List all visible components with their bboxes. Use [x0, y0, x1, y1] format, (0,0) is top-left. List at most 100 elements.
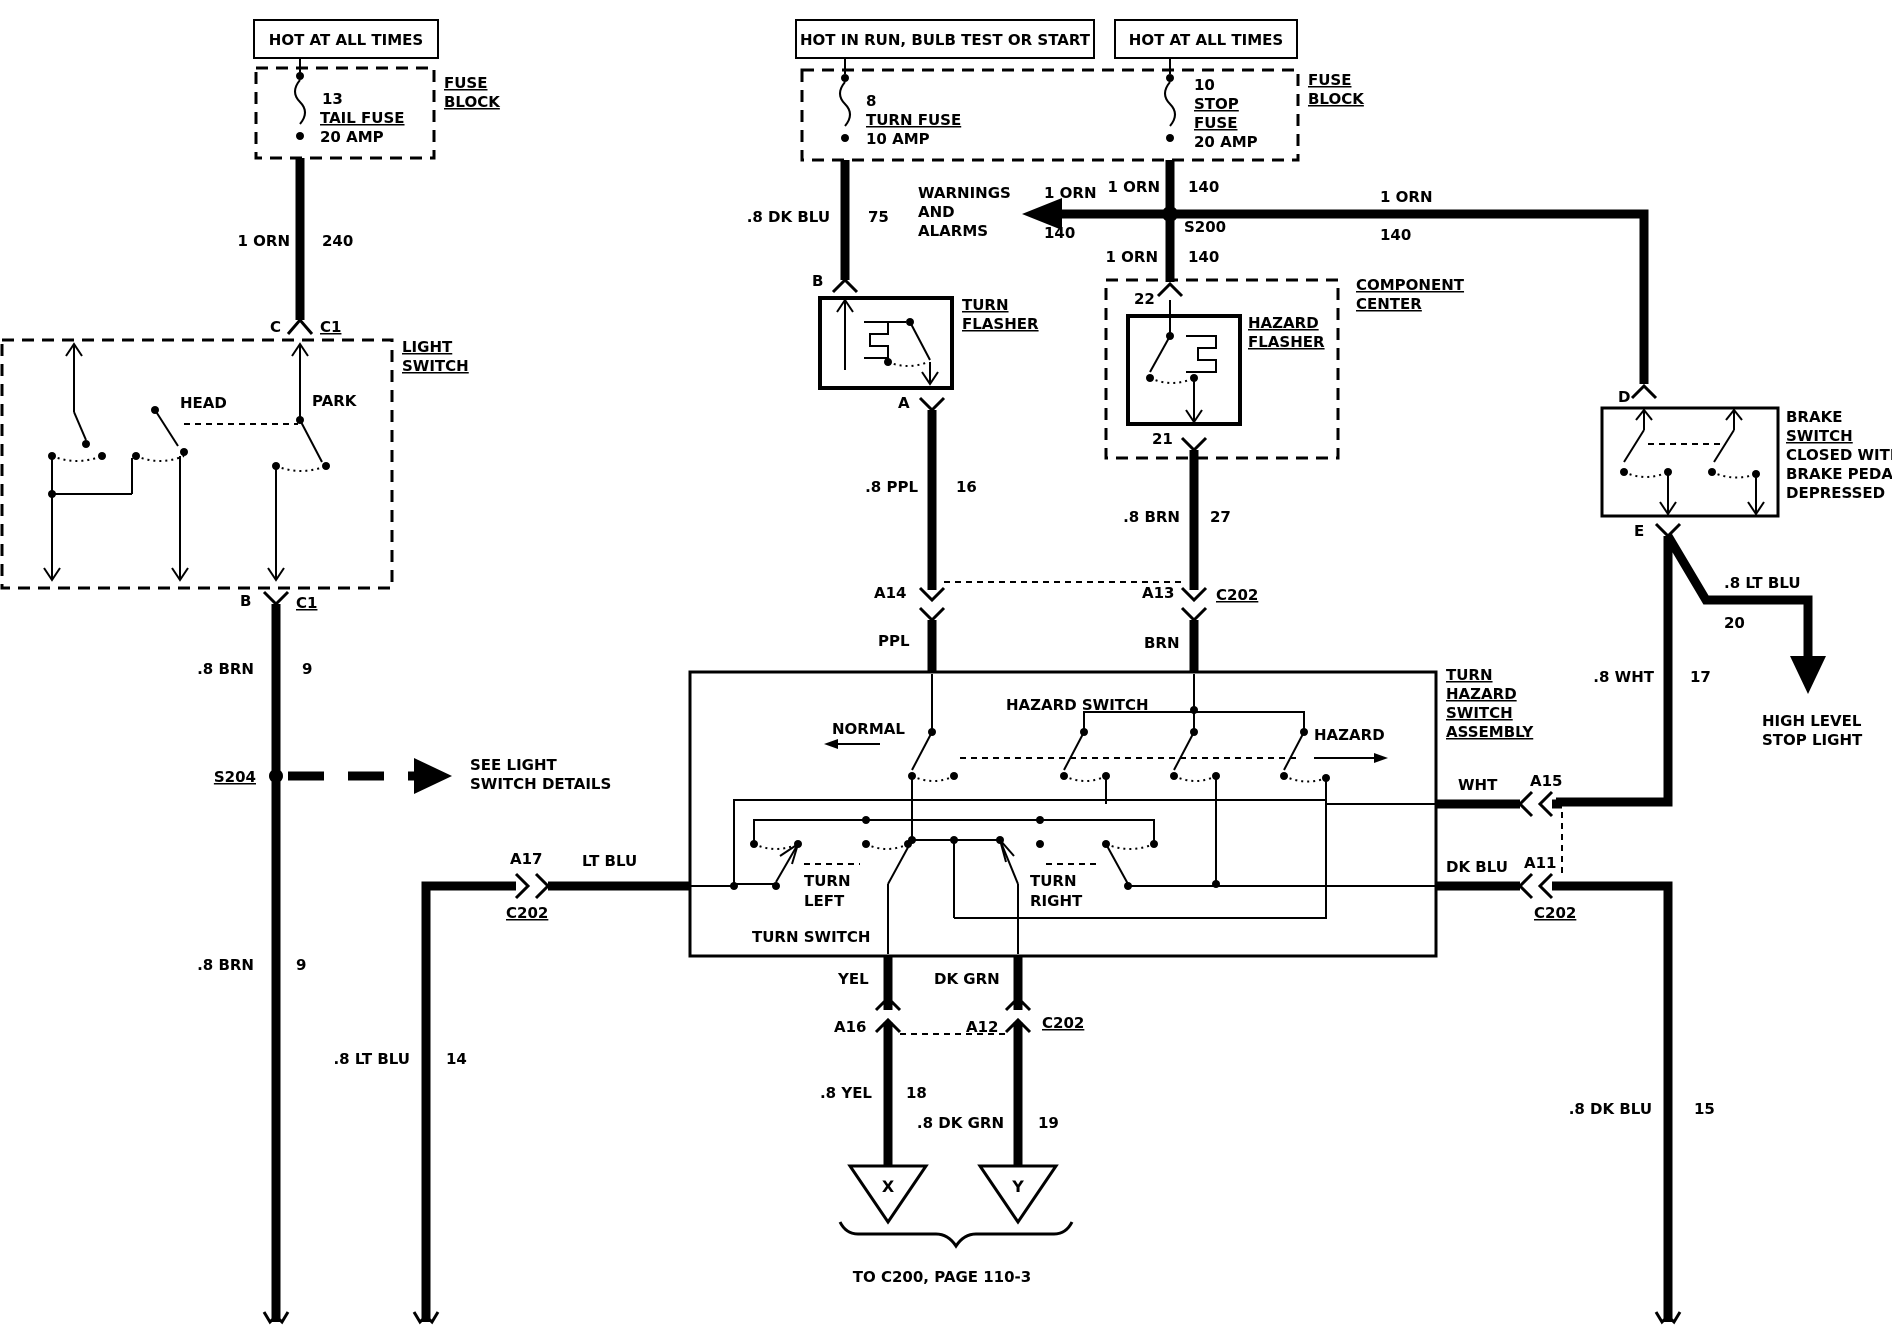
wire-wht-label: WHT: [1458, 776, 1498, 794]
fuse-block-left-label-1: FUSE: [444, 74, 487, 92]
wire-20-circuit: 20: [1724, 614, 1745, 632]
wire-20-size: .8 LT BLU: [1724, 574, 1801, 592]
brake-switch-label-3: CLOSED WITH: [1786, 446, 1892, 464]
hazard-arrow-head: [1374, 753, 1388, 763]
stop-fuse-name-1: STOP: [1194, 95, 1239, 113]
hazard-flasher-label-2: FLASHER: [1248, 333, 1325, 351]
wire-140-up-circuit: 140: [1188, 178, 1219, 196]
stop-fuse: [1164, 58, 1176, 142]
wire-9-bottom-size: .8 BRN: [197, 956, 254, 974]
brake-switch-label-1: BRAKE: [1786, 408, 1842, 426]
connector-a11-symbol-left: [1517, 872, 1534, 900]
turn-left-label-2: LEFT: [804, 892, 845, 910]
light-switch-label-1: LIGHT: [402, 338, 453, 356]
light-switch-head-label: HEAD: [180, 394, 227, 412]
turn-flasher-label-1: TURN: [962, 296, 1009, 314]
connector-a16-symbol-top: [874, 995, 902, 1012]
splice-s200-label: S200: [1184, 218, 1226, 236]
turn-switch-label: TURN SWITCH: [752, 928, 870, 946]
warnings-arrow: [1022, 198, 1062, 230]
terminal-y: [977, 1164, 1059, 1225]
tail-fuse: [294, 58, 306, 140]
light-switch-internals: [43, 342, 330, 582]
connector-a14-symbol-top: [918, 586, 946, 603]
wire-18-size: .8 YEL: [820, 1084, 872, 1102]
wire-15-size: .8 DK BLU: [1569, 1100, 1652, 1118]
wire-dk-grn-label: DK GRN: [934, 970, 1000, 988]
connector-d-symbol: [1630, 383, 1658, 400]
turn-hazard-label-2: HAZARD: [1446, 685, 1517, 703]
hazard-flasher-box: [1126, 314, 1242, 426]
wire-brn-label: BRN: [1144, 634, 1180, 652]
wire-16-circuit: 16: [956, 478, 977, 496]
connector-turn-flasher-a-label: A: [898, 394, 910, 412]
turn-fuse: [839, 58, 851, 142]
turn-left-label-1: TURN: [804, 872, 851, 890]
connector-a17-label: A17: [510, 850, 542, 868]
wire-140-left-size: 1 ORN: [1044, 184, 1097, 202]
fuse-block-right-label-1: FUSE: [1308, 71, 1351, 89]
see-light-details-line2: SWITCH DETAILS: [470, 775, 611, 793]
connector-a11-symbol-right: [1537, 872, 1554, 900]
high-level-stop-line1: HIGH LEVEL: [1762, 712, 1862, 730]
connector-21-symbol: [1180, 436, 1208, 453]
component-center-label-2: CENTER: [1356, 295, 1422, 313]
connector-a15-symbol-left: [1517, 790, 1534, 818]
connector-a13-label: A13: [1142, 584, 1174, 602]
wire-75-circuit: 75: [868, 208, 889, 226]
warnings-line3: ALARMS: [918, 222, 988, 240]
wire-15-end-break: [1654, 1311, 1682, 1325]
wire-lt-blu-label: LT BLU: [582, 852, 637, 870]
connector-a15-symbol-right: [1537, 790, 1554, 818]
turn-fuse-amp: 10 AMP: [866, 130, 930, 148]
connector-a13-symbol-bottom: [1180, 606, 1208, 623]
splice-s204-label: S204: [214, 768, 256, 786]
wire-9-top-circuit: 9: [302, 660, 312, 678]
turn-flasher-box: [818, 296, 954, 390]
wire-16-size: .8 PPL: [865, 478, 918, 496]
component-center-box: [1104, 278, 1340, 460]
connector-a17-symbol-right: [534, 872, 551, 900]
connector-a11-label: A11: [1524, 854, 1556, 872]
connector-c1-top-label: C1: [320, 318, 341, 336]
fuse-block-left: [254, 66, 436, 160]
connector-a17-symbol-left: [514, 872, 531, 900]
wire-19-circuit: 19: [1038, 1114, 1059, 1132]
turn-flasher-internals: [836, 298, 939, 386]
hazard-switch-label: HAZARD SWITCH: [1006, 696, 1149, 714]
connector-a16-label: A16: [834, 1018, 866, 1036]
connector-c202-top-label: C202: [1216, 586, 1258, 604]
wire-27-circuit: 27: [1210, 508, 1231, 526]
wire-14-size: .8 LT BLU: [333, 1050, 410, 1068]
light-switch-park-label: PARK: [312, 392, 358, 410]
turn-hazard-label-4: ASSEMBLY: [1446, 723, 1534, 741]
hazard-label: HAZARD: [1314, 726, 1385, 744]
connector-a16-symbol-bottom: [874, 1017, 902, 1034]
wire-240-size: 1 ORN: [237, 232, 290, 250]
hazard-flasher-label-1: HAZARD: [1248, 314, 1319, 332]
wire-14-end-break: [412, 1311, 440, 1325]
wire-27-size: .8 BRN: [1123, 508, 1180, 526]
see-light-details-line1: SEE LIGHT: [470, 756, 558, 774]
wire-14-down: [421, 881, 516, 1322]
connector-d-label: D: [1618, 388, 1630, 406]
warnings-line2: AND: [918, 203, 955, 221]
tail-fuse-name: TAIL FUSE: [320, 109, 405, 127]
stop-fuse-number: 10: [1194, 76, 1215, 94]
connector-turn-flasher-b-label: B: [812, 272, 823, 290]
wire-15-circuit: 15: [1694, 1100, 1715, 1118]
wire-140-right-circuit: 140: [1380, 226, 1411, 244]
brake-switch-internals: [1620, 408, 1765, 516]
connector-c-label: C: [270, 318, 281, 336]
hot-all-times-left-box: [253, 19, 439, 59]
wire-17-circuit: 17: [1690, 668, 1711, 686]
wire-ppl-label: PPL: [878, 632, 910, 650]
wire-9-end-break: [262, 1311, 290, 1325]
hot-all-times-right-label: HOT AT ALL TIMES: [1129, 31, 1283, 49]
light-switch-box: [0, 338, 394, 590]
fuse-block-right-label-2: BLOCK: [1308, 90, 1365, 108]
connector-a12-label: A12: [966, 1018, 998, 1036]
connector-a15-label: A15: [1530, 772, 1562, 790]
connector-c1-bottom-label: C1: [296, 594, 317, 612]
